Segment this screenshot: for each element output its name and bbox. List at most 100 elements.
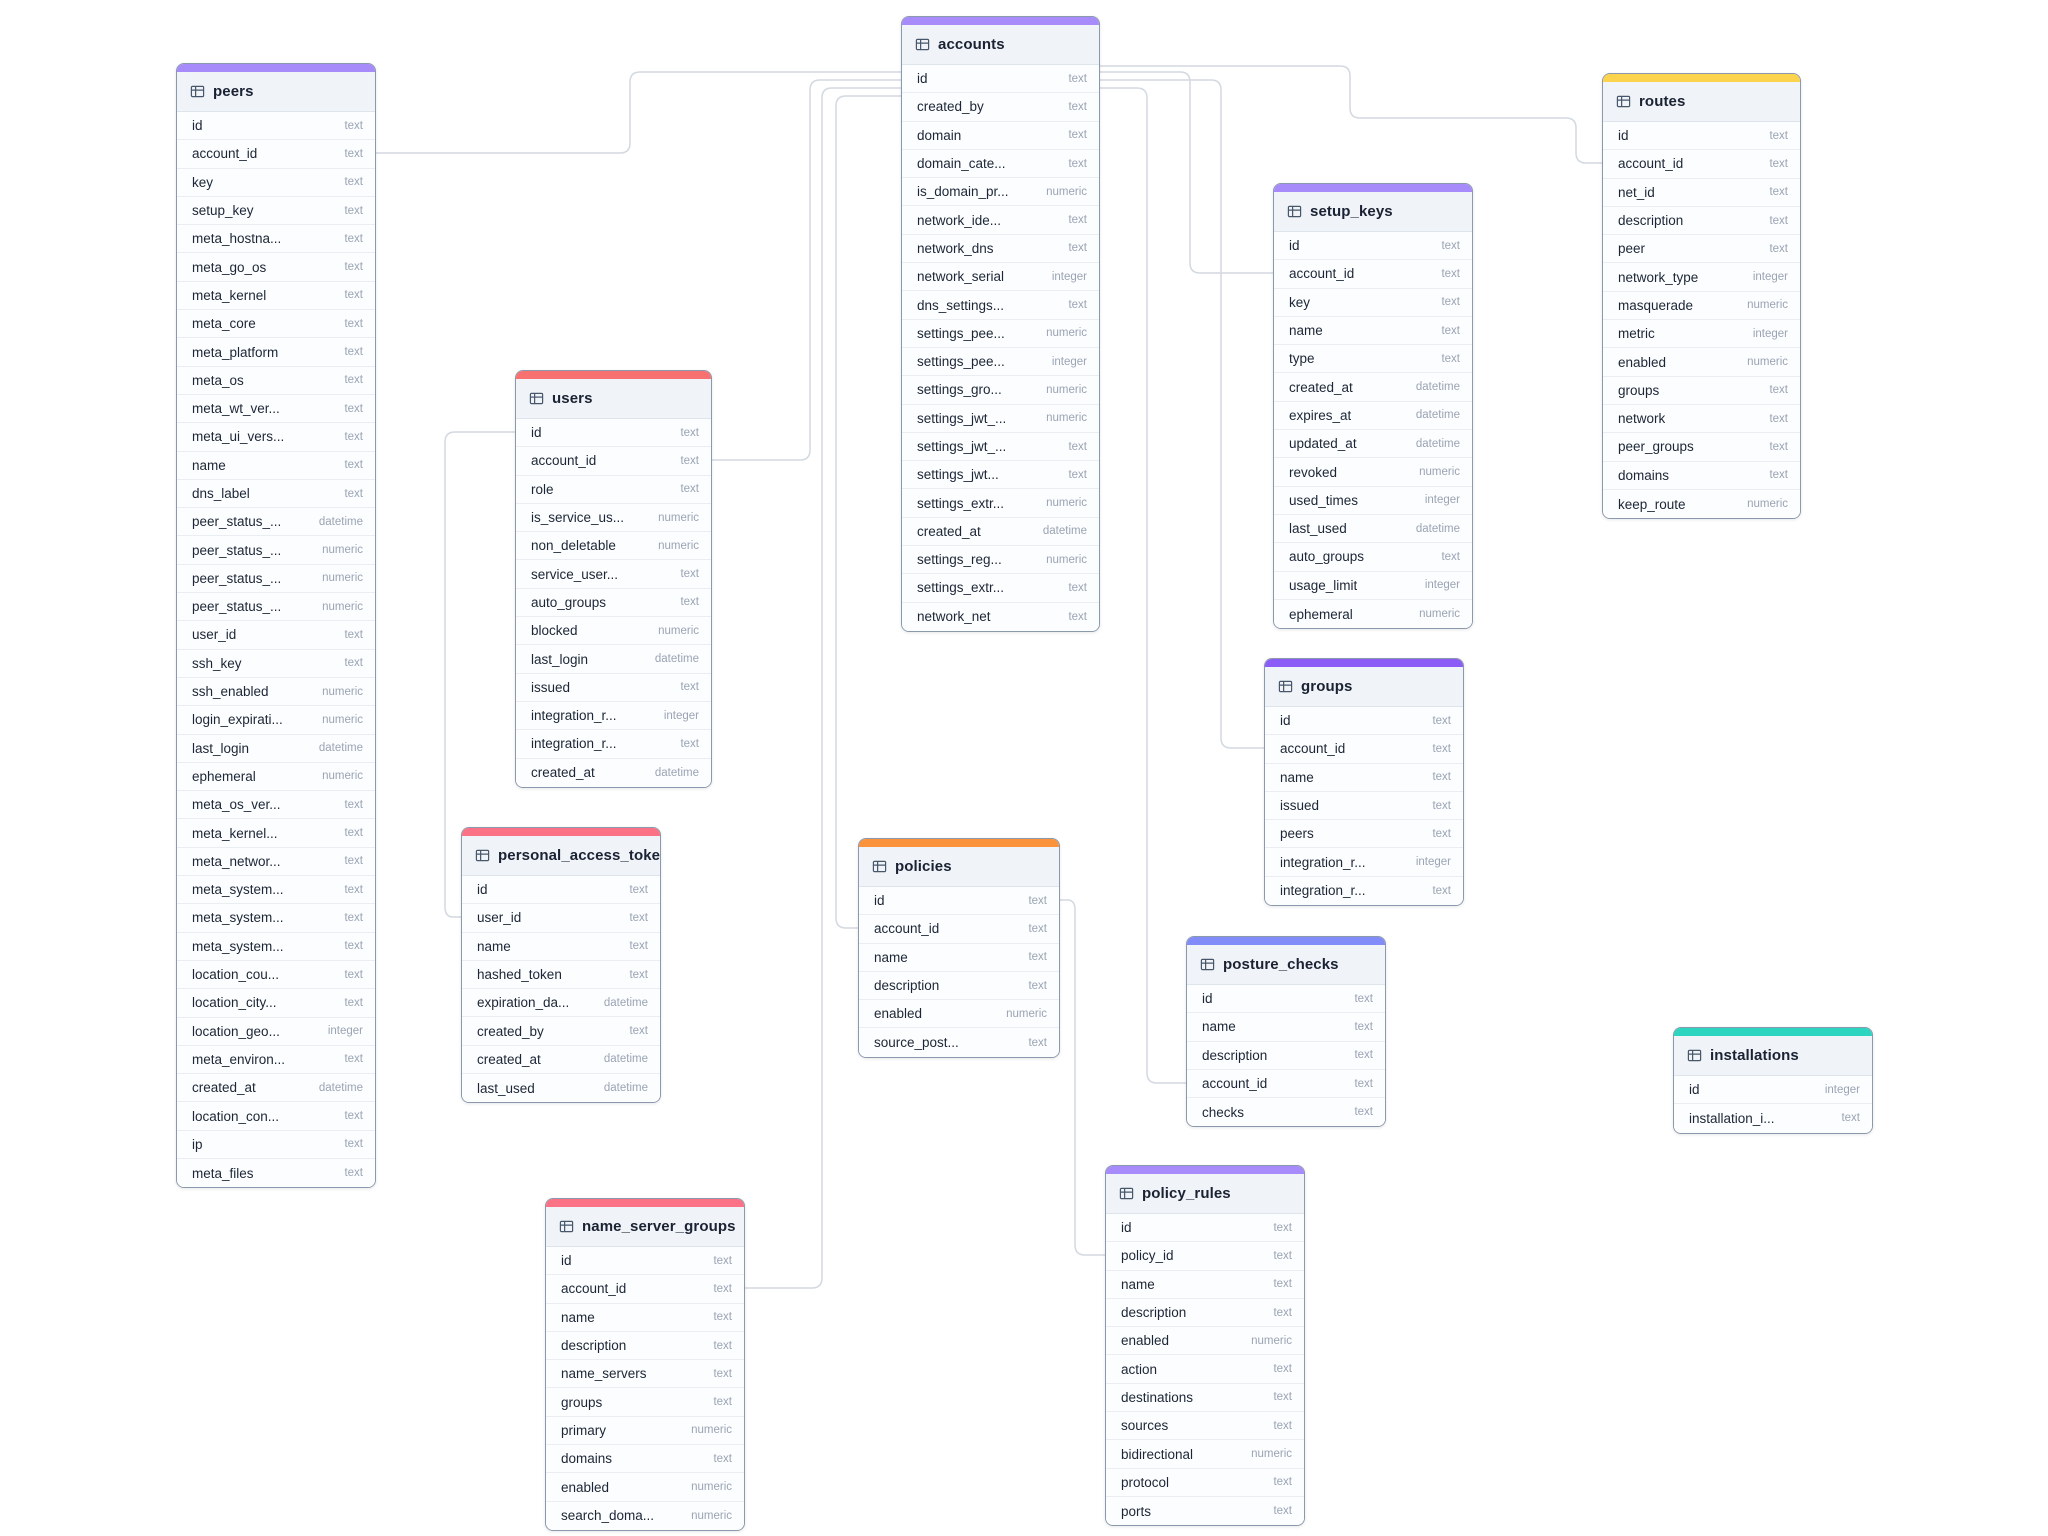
table-header[interactable]: peers bbox=[177, 72, 375, 112]
table-users[interactable]: users id text account_id text role text … bbox=[515, 370, 712, 788]
field-type: text bbox=[1068, 440, 1087, 453]
field-name: integration_r... bbox=[531, 708, 617, 724]
field-row: meta_os_ver... text bbox=[177, 791, 375, 820]
table-personal_access_tokens[interactable]: personal_access_tokens id text user_id t… bbox=[461, 827, 661, 1104]
field-row: meta_ui_vers... text bbox=[177, 423, 375, 452]
table-policies[interactable]: policies id text account_id text name te… bbox=[858, 838, 1060, 1058]
field-row: description text bbox=[859, 971, 1059, 1001]
field-row: settings_gro... numeric bbox=[902, 376, 1099, 405]
field-type: integer bbox=[1051, 355, 1087, 368]
field-name: created_by bbox=[917, 99, 984, 115]
table-accent-bar bbox=[1265, 659, 1463, 667]
field-name: account_id bbox=[531, 453, 597, 469]
field-row: enabled numeric bbox=[1106, 1327, 1304, 1356]
field-name: last_used bbox=[1289, 521, 1347, 537]
field-type: numeric bbox=[1046, 553, 1087, 566]
table-title: accounts bbox=[938, 36, 1005, 53]
field-type: text bbox=[344, 487, 363, 500]
field-name: metric bbox=[1618, 326, 1655, 342]
field-row: dns_settings... text bbox=[902, 291, 1099, 320]
table-accent-bar bbox=[1274, 184, 1472, 192]
table-header[interactable]: policy_rules bbox=[1106, 1174, 1304, 1214]
table-routes[interactable]: routes id text account_id text net_id te… bbox=[1602, 73, 1801, 520]
field-type: datetime bbox=[1415, 409, 1460, 422]
table-icon bbox=[1200, 958, 1215, 971]
field-name: name bbox=[1121, 1276, 1155, 1292]
field-type: datetime bbox=[603, 1082, 648, 1095]
table-accounts[interactable]: accounts id text created_by text domain … bbox=[901, 16, 1100, 632]
field-name: peer_status_... bbox=[192, 542, 282, 558]
field-row: created_at datetime bbox=[462, 1045, 660, 1075]
field-row: auto_groups text bbox=[1274, 543, 1472, 572]
field-row: id text bbox=[1106, 1214, 1304, 1243]
field-type: datetime bbox=[1415, 522, 1460, 535]
field-name: network_ide... bbox=[917, 212, 1002, 228]
table-accent-bar bbox=[1603, 74, 1800, 82]
field-name: blocked bbox=[531, 623, 578, 639]
field-row: ssh_key text bbox=[177, 649, 375, 678]
field-row: meta_kernel... text bbox=[177, 819, 375, 848]
field-type: text bbox=[1441, 239, 1460, 252]
field-type: text bbox=[344, 798, 363, 811]
table-peers[interactable]: peers id text account_id text key text s… bbox=[176, 63, 376, 1189]
field-type: numeric bbox=[658, 511, 699, 524]
field-name: settings_pee... bbox=[917, 354, 1005, 370]
field-type: numeric bbox=[1046, 185, 1087, 198]
field-type: text bbox=[1769, 440, 1788, 453]
field-name: network_dns bbox=[917, 240, 994, 256]
field-name: type bbox=[1289, 351, 1315, 367]
field-name: account_id bbox=[1280, 741, 1346, 757]
table-installations[interactable]: installations id integer installation_i.… bbox=[1673, 1027, 1873, 1134]
field-type: text bbox=[1068, 610, 1087, 623]
table-header[interactable]: setup_keys bbox=[1274, 192, 1472, 232]
field-type: integer bbox=[1824, 1083, 1860, 1096]
table-header[interactable]: routes bbox=[1603, 82, 1800, 122]
field-row: settings_extr... text bbox=[902, 574, 1099, 603]
field-name: meta_files bbox=[192, 1165, 254, 1181]
table-accent-bar bbox=[902, 17, 1099, 25]
field-name: integration_r... bbox=[1280, 854, 1366, 870]
field-type: text bbox=[680, 568, 699, 581]
field-type: text bbox=[344, 1053, 363, 1066]
table-groups[interactable]: groups id text account_id text name text… bbox=[1264, 658, 1464, 907]
field-name: last_login bbox=[192, 740, 250, 756]
field-row: is_domain_pr... numeric bbox=[902, 178, 1099, 207]
field-row: id text bbox=[859, 887, 1059, 916]
table-header[interactable]: installations bbox=[1674, 1036, 1872, 1076]
field-row: id text bbox=[902, 65, 1099, 94]
field-name: dns_label bbox=[192, 486, 250, 501]
field-name: sources bbox=[1121, 1418, 1169, 1434]
table-setup_keys[interactable]: setup_keys id text account_id text key t… bbox=[1273, 183, 1473, 630]
field-type: text bbox=[1841, 1112, 1860, 1125]
relation-line-users.account_id-accounts.id bbox=[712, 79, 901, 461]
table-header[interactable]: personal_access_tokens bbox=[462, 836, 660, 876]
table-header[interactable]: users bbox=[516, 379, 711, 419]
table-name_server_groups[interactable]: name_server_groups id text account_id te… bbox=[545, 1198, 745, 1531]
table-header[interactable]: accounts bbox=[902, 25, 1099, 65]
field-row: peers text bbox=[1265, 820, 1463, 849]
field-row: id text bbox=[462, 876, 660, 905]
field-row: name text bbox=[462, 932, 660, 961]
field-type: text bbox=[344, 430, 363, 443]
relation-line-setup_keys.account_id-accounts.id bbox=[1100, 71, 1273, 274]
field-name: groups bbox=[1618, 382, 1660, 398]
table-policy_rules[interactable]: policy_rules id text policy_id text name… bbox=[1105, 1165, 1305, 1527]
field-row: key text bbox=[177, 168, 375, 197]
field-name: primary bbox=[561, 1422, 607, 1438]
field-name: issued bbox=[531, 679, 571, 695]
field-type: text bbox=[344, 289, 363, 302]
table-header[interactable]: posture_checks bbox=[1187, 945, 1385, 985]
field-name: created_by bbox=[477, 1023, 544, 1039]
field-row: integration_r... text bbox=[516, 730, 711, 759]
field-name: meta_kernel bbox=[192, 287, 267, 303]
table-posture_checks[interactable]: posture_checks id text name text descrip… bbox=[1186, 936, 1386, 1128]
field-row: protocol text bbox=[1106, 1468, 1304, 1497]
field-type: text bbox=[1441, 267, 1460, 280]
table-rows: id text policy_id text name text descrip… bbox=[1106, 1214, 1304, 1526]
table-header[interactable]: policies bbox=[859, 847, 1059, 887]
table-header[interactable]: groups bbox=[1265, 667, 1463, 707]
field-type: integer bbox=[1424, 494, 1460, 507]
table-header[interactable]: name_server_groups bbox=[546, 1207, 744, 1247]
relation-line-routes.account_id-accounts.id bbox=[1100, 65, 1602, 164]
